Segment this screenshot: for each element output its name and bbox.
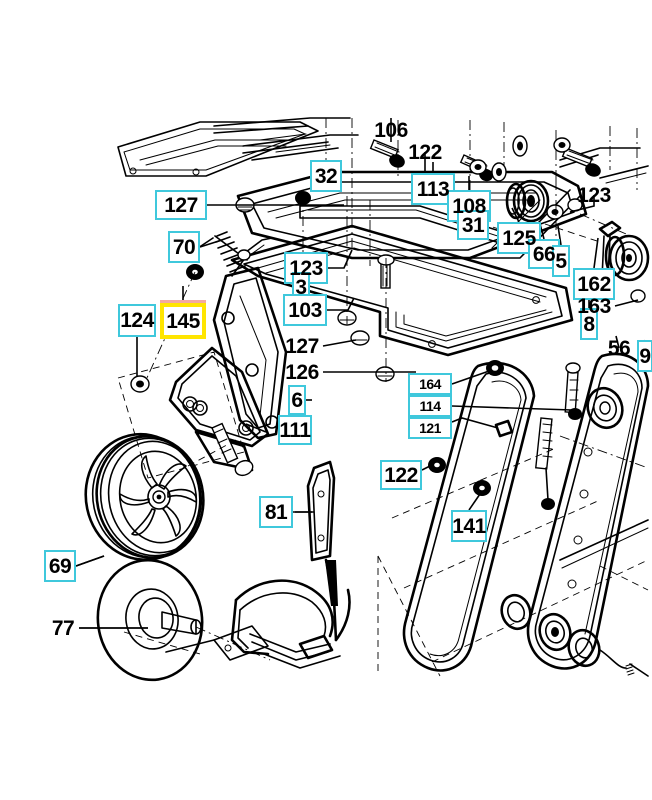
callout-number: 69: [48, 554, 72, 578]
callout-number: 127: [164, 193, 198, 217]
callout-number: 70: [172, 235, 196, 259]
callout-145-highlighted[interactable]: 145: [160, 300, 206, 339]
callout-number: 6: [291, 388, 303, 412]
callout-leader-lines: [75, 118, 646, 629]
callout-114[interactable]: 114: [408, 395, 452, 417]
pulley-right: [604, 234, 650, 282]
callout-141[interactable]: 141: [451, 510, 487, 542]
callout-number: 125: [502, 226, 536, 250]
callout-103[interactable]: 103: [283, 294, 327, 326]
callout-number: 122: [408, 140, 442, 164]
callout-123[interactable]: 123: [573, 183, 615, 207]
callout-9[interactable]: 9: [637, 340, 652, 372]
nuts-and-bolts-mid: [235, 191, 395, 382]
callout-113[interactable]: 113: [411, 173, 455, 205]
callout-126[interactable]: 126: [281, 360, 323, 384]
callout-164[interactable]: 164: [408, 373, 452, 395]
callout-number: 77: [51, 616, 75, 640]
callout-121[interactable]: 121: [408, 417, 452, 439]
callout-number: 123: [577, 183, 611, 207]
callout-77[interactable]: 77: [47, 616, 79, 640]
callout-number: 32: [314, 164, 338, 188]
callout-6[interactable]: 6: [288, 385, 306, 415]
callout-number: 163: [577, 294, 611, 318]
callout-number: 31: [461, 213, 485, 237]
callout-number: 66: [532, 242, 556, 266]
callout-number: 103: [288, 298, 322, 322]
spring-and-arm-assembly: [117, 231, 288, 479]
callout-70[interactable]: 70: [168, 231, 200, 263]
callout-number: 126: [285, 360, 319, 384]
callout-162[interactable]: 162: [573, 268, 615, 300]
callout-number: 8: [583, 312, 595, 336]
callout-number: 121: [419, 420, 441, 436]
callout-32[interactable]: 32: [310, 160, 342, 192]
callout-number: 81: [264, 500, 288, 524]
callout-number: 108: [452, 194, 486, 218]
callout-number: 5: [555, 249, 567, 273]
callout-69[interactable]: 69: [44, 550, 76, 582]
callout-number: 123: [289, 256, 323, 280]
callout-125[interactable]: 125: [497, 222, 541, 254]
hex-bolt-111: [211, 422, 254, 477]
callout-111[interactable]: 111: [278, 415, 312, 445]
callout-8[interactable]: 8: [580, 308, 598, 340]
callout-number: 106: [374, 118, 408, 142]
callout-106[interactable]: 106: [371, 118, 411, 142]
callout-122[interactable]: 122: [405, 140, 445, 164]
callout-5[interactable]: 5: [552, 245, 570, 277]
callout-number: 164: [419, 376, 441, 392]
fastener-group-top: [369, 135, 650, 303]
callout-56[interactable]: 56: [603, 336, 635, 360]
callout-number: 127: [285, 334, 319, 358]
callout-81[interactable]: 81: [259, 496, 293, 528]
callout-127[interactable]: 127: [155, 190, 207, 220]
callout-number: 56: [607, 336, 631, 360]
callout-number: 145: [166, 309, 200, 333]
pulley-upper: [505, 179, 550, 223]
callout-number: 141: [452, 514, 486, 538]
callout-163[interactable]: 163: [573, 294, 615, 318]
callout-127[interactable]: 127: [281, 334, 323, 358]
spring-rod-114: [535, 417, 555, 510]
callout-number: 9: [639, 344, 651, 368]
callout-122[interactable]: 122: [380, 460, 422, 490]
auger-and-blade-assembly: [123, 460, 351, 669]
callout-124[interactable]: 124: [118, 304, 156, 337]
callout-number: 162: [577, 272, 611, 296]
callout-number: 111: [279, 418, 311, 442]
callout-number: 3: [295, 275, 307, 299]
callout-number: 113: [416, 177, 450, 201]
callout-31[interactable]: 31: [457, 210, 489, 240]
highlight-accent-bar: [160, 300, 206, 303]
callout-number: 122: [384, 463, 418, 487]
callout-number: 124: [120, 309, 154, 332]
callout-number: 114: [419, 398, 441, 414]
